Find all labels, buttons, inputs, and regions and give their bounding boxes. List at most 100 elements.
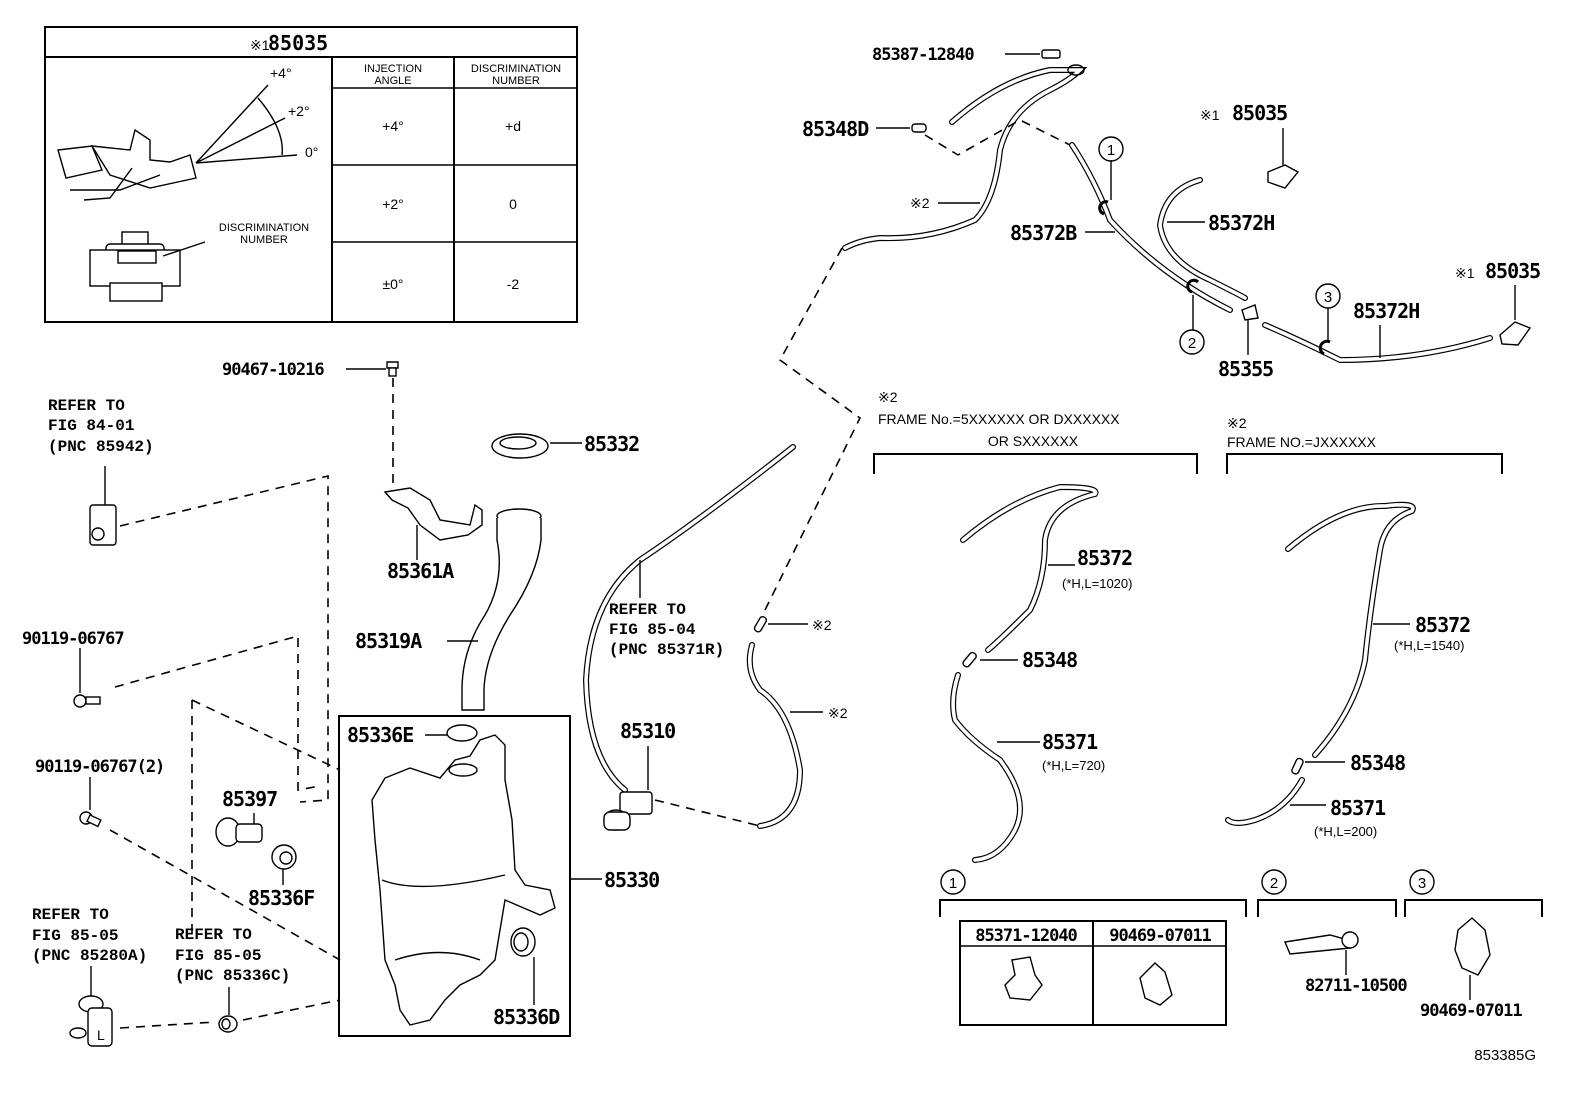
pump-group: REFER TO FIG 85-04 (PNC 85371R) 85310 ※2… — [582, 247, 862, 831]
callout-number: 3 — [1418, 875, 1426, 892]
cell-number: 0 — [509, 196, 517, 212]
clip-bolt-icon — [386, 361, 399, 377]
part-label[interactable]: 85035 — [1232, 101, 1288, 125]
dashed-guide — [119, 1021, 216, 1029]
cell-number: +d — [505, 118, 521, 134]
hose-clip — [1098, 200, 1109, 216]
hose-joint-icon — [1241, 304, 1259, 321]
cell-number: -2 — [507, 276, 520, 292]
part-label[interactable]: 85336D — [493, 1005, 561, 1029]
part-label[interactable]: 85387-12840 — [872, 45, 975, 65]
angle-label: +4° — [270, 65, 292, 81]
note-mark: ※1 — [1455, 265, 1475, 281]
variant-b-group: ※2 FRAME NO.=JXXXXXX 85372 (*H,L=1540) 8… — [1225, 415, 1503, 839]
part-label[interactable]: 85348 — [1022, 648, 1078, 672]
part-label[interactable]: 85330 — [604, 868, 660, 892]
part-label[interactable]: 85361A — [387, 559, 455, 583]
callout-circle — [1315, 283, 1341, 309]
part-label[interactable]: 85371-12040 — [975, 926, 1078, 946]
part-label[interactable]: 85372 — [1415, 613, 1471, 637]
part-label[interactable]: 85319A — [355, 629, 423, 653]
part-label[interactable]: 85372B — [1010, 221, 1078, 245]
level-sensor-icon — [89, 504, 117, 546]
check-valve-icon — [1291, 757, 1304, 775]
part-label[interactable]: 85336F — [248, 886, 315, 910]
figure-code: 853385G — [1474, 1047, 1536, 1064]
variant-a-group: ※2 FRAME No.=5XXXXXX OR DXXXXXX OR SXXXX… — [873, 389, 1198, 863]
detail-bracket — [1257, 899, 1397, 917]
dashed-guide — [764, 247, 862, 611]
washer-nozzle-icon — [1499, 321, 1532, 346]
dashed-guide — [654, 799, 761, 827]
part-label[interactable]: 85397 — [222, 787, 278, 811]
check-valve-icon — [962, 651, 977, 668]
part-label[interactable]: 85348 — [1350, 751, 1406, 775]
nozzle-illustration — [57, 84, 298, 201]
dashed-guide — [242, 999, 341, 1021]
dashed-guide — [924, 119, 1071, 156]
reference-note: FIG 85-05 — [175, 947, 261, 965]
part-label[interactable]: 85336E — [347, 723, 414, 747]
hose-length-note: (*H,L=1020) — [1062, 576, 1132, 591]
callout-circle — [940, 869, 966, 895]
col-header-angle: ANGLE — [374, 75, 411, 87]
table-border — [44, 26, 578, 323]
reference-note: (PNC 85942) — [48, 438, 154, 456]
grommet-icon — [218, 1015, 238, 1033]
variant-condition: FRAME No.=5XXXXXX OR DXXXXXX — [878, 411, 1120, 427]
variant-bracket — [1226, 453, 1503, 474]
part-label[interactable]: 90469-07011 — [1420, 1001, 1523, 1021]
note-mark: ※2 — [910, 195, 930, 211]
callout-number: 2 — [1270, 875, 1278, 892]
left-parts-group: 90467-10216 REFER TO FIG 84-01 (PNC 8594… — [22, 360, 399, 1047]
part-label[interactable]: 82711-10500 — [1305, 976, 1408, 996]
tank-outline-box — [338, 715, 571, 1037]
part-label[interactable]: 85372H — [1353, 299, 1420, 323]
callout-circle — [1261, 869, 1287, 895]
top-right-hose-group: 85387-12840 85348D ※2 85372B 1 85372H ※1… — [802, 45, 1541, 381]
reference-note: FIG 85-05 — [32, 927, 118, 945]
part-label[interactable]: 90119-06767(2) — [35, 757, 165, 777]
part-label[interactable]: 90119-06767 — [22, 629, 125, 649]
cell-angle: +4° — [382, 118, 404, 134]
washer-motor-icon: L — [69, 995, 113, 1047]
reference-note: FIG 84-01 — [48, 417, 134, 435]
clip-detail-group-3: 3 90469-07011 — [1404, 869, 1543, 1021]
lamp-socket-icon — [215, 817, 263, 847]
reference-note: REFER TO — [48, 397, 125, 415]
reference-note: (PNC 85371R) — [609, 641, 724, 659]
dashed-guide — [119, 474, 329, 803]
part-label[interactable]: 85371 — [1042, 730, 1099, 754]
detail-bracket — [939, 899, 1247, 917]
angle-label: 0° — [305, 144, 318, 160]
dashed-guide — [109, 829, 341, 961]
part-label[interactable]: 85372H — [1208, 211, 1275, 235]
part-label[interactable]: 85372 — [1077, 546, 1133, 570]
clip-detail-group-1: 1 85371-12040 90469-07011 — [939, 869, 1247, 1026]
callout-circle — [1098, 136, 1124, 162]
part-label[interactable]: 85332 — [584, 432, 640, 456]
part-label[interactable]: 90469-07011 — [1109, 926, 1212, 946]
callout-number: 1 — [1107, 142, 1115, 159]
variant-condition: FRAME NO.=JXXXXXX — [1227, 434, 1377, 450]
washer-tank-icon — [371, 734, 556, 1026]
part-label[interactable]: 85348D — [802, 117, 870, 141]
hose-clip-icon — [1004, 956, 1043, 1001]
clip-head-icon — [1341, 931, 1359, 949]
part-label[interactable]: 90467-10216 — [222, 360, 325, 380]
callout-number: 1 — [949, 875, 957, 892]
angle-label: +2° — [288, 103, 310, 119]
variant-condition: OR SXXXXXX — [988, 433, 1079, 449]
clip-detail-group-2: 2 82711-10500 — [1257, 869, 1408, 996]
hose-length-note: (*H,L=1540) — [1394, 638, 1464, 653]
variant-bracket — [873, 453, 1198, 474]
note-mark: ※2 — [812, 617, 832, 633]
part-label[interactable]: 85371 — [1330, 796, 1387, 820]
callout-number: 3 — [1324, 289, 1332, 306]
part-label[interactable]: 85035 — [1485, 259, 1541, 283]
part-label[interactable]: 85355 — [1218, 357, 1274, 381]
tank-group: 85332 85361A 85319A 85336E 85330 8533 — [215, 432, 660, 1037]
hose-clip — [1186, 278, 1200, 294]
part-label[interactable]: 85310 — [620, 719, 676, 743]
